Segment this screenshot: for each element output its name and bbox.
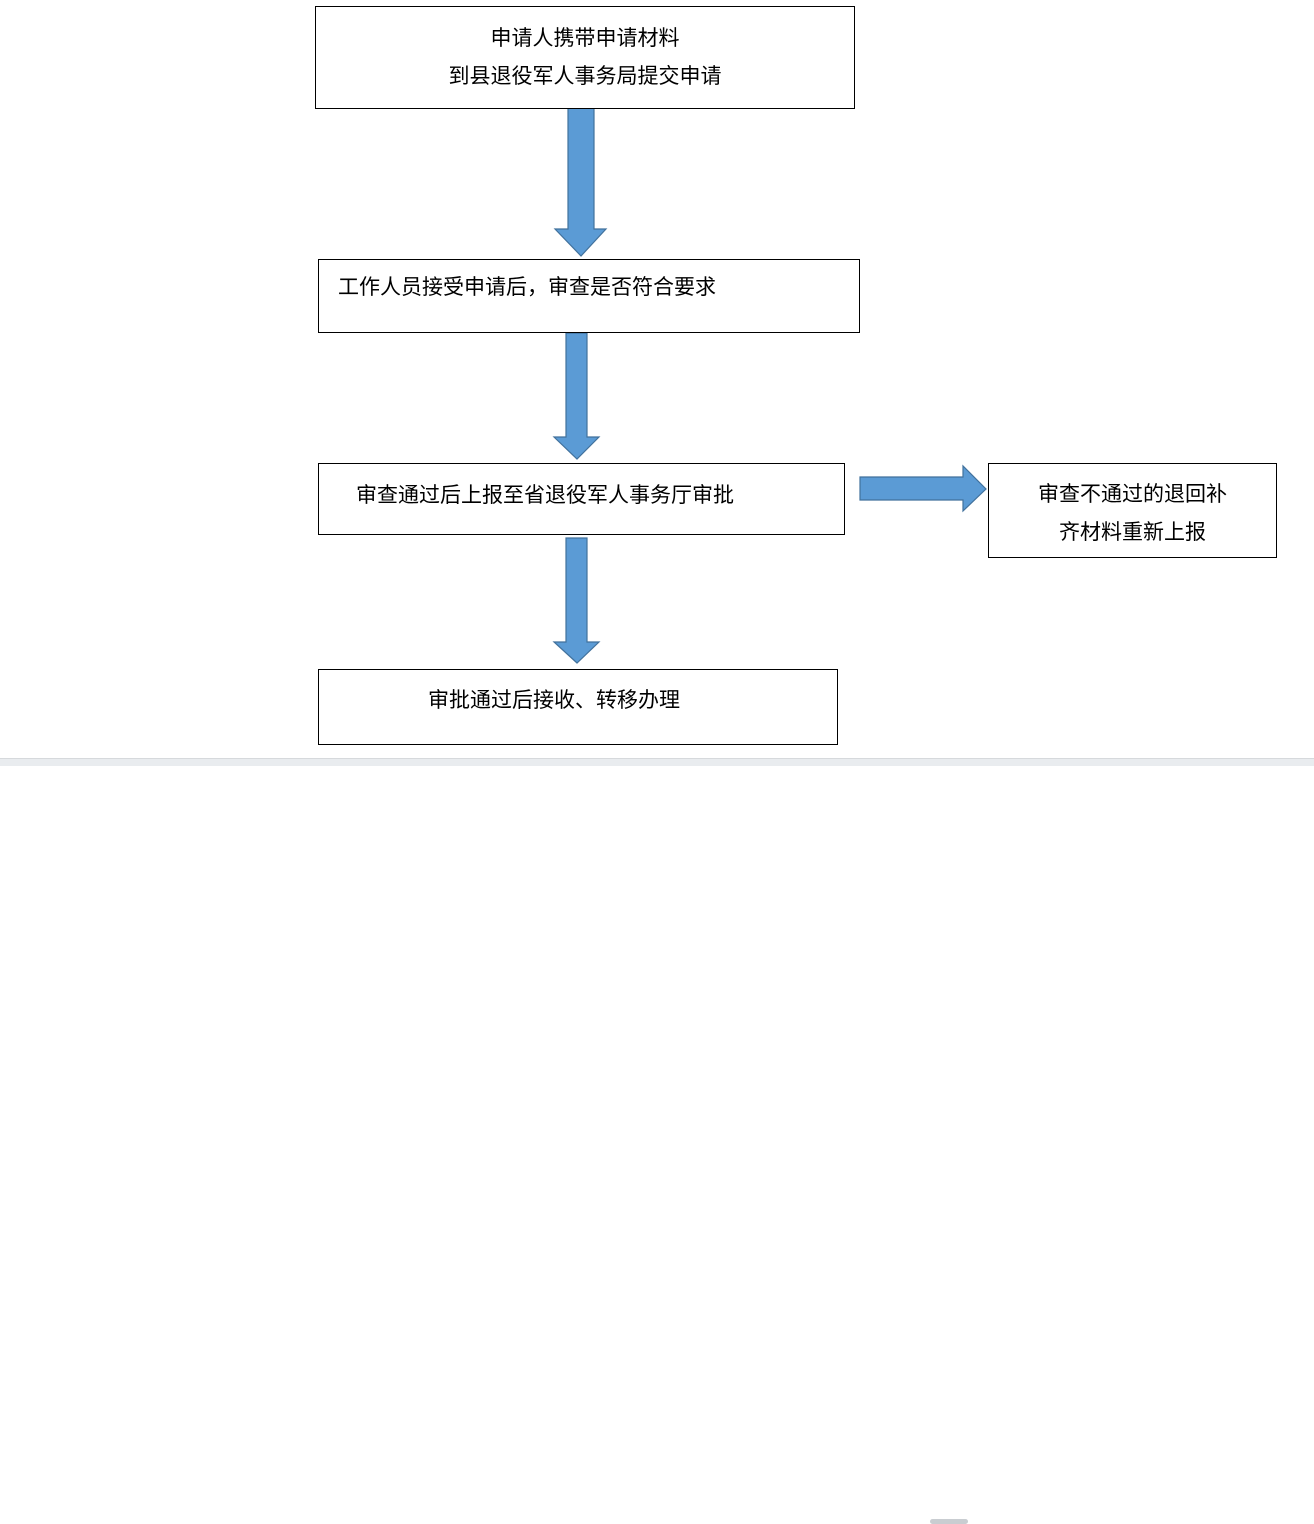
step-submit-line-2: 到县退役军人事务局提交申请 [448, 64, 722, 88]
step-reject-line-1: 审查不通过的退回补 [1038, 482, 1227, 506]
scrollbar-thumb[interactable] [930, 1519, 968, 1524]
arrow-report-to-transfer [552, 537, 601, 664]
arrow-layer [552, 107, 987, 664]
arrow-report-to-reject [859, 464, 987, 513]
arrow-review-to-report [552, 332, 601, 460]
arrow-submit-to-review [553, 107, 608, 257]
step-submit-box: 申请人携带申请材料 到县退役军人事务局提交申请 [315, 6, 855, 109]
step-review-line-1: 工作人员接受申请后，审查是否符合要求 [338, 275, 716, 299]
flowchart-canvas: 申请人携带申请材料 到县退役军人事务局提交申请 工作人员接受申请后，审查是否符合… [315, 6, 1277, 745]
step-review-box: 工作人员接受申请后，审查是否符合要求 [318, 259, 860, 333]
step-transfer-line-1: 审批通过后接收、转移办理 [428, 688, 680, 712]
step-reject-box: 审查不通过的退回补 齐材料重新上报 [988, 463, 1277, 558]
step-report-line-1: 审查通过后上报至省退役军人事务厅审批 [356, 483, 734, 507]
step-report-box: 审查通过后上报至省退役军人事务厅审批 [318, 463, 845, 535]
step-reject-line-2: 齐材料重新上报 [1059, 520, 1206, 544]
step-transfer-box: 审批通过后接收、转移办理 [318, 669, 838, 745]
step-submit-line-1: 申请人携带申请材料 [490, 26, 680, 50]
